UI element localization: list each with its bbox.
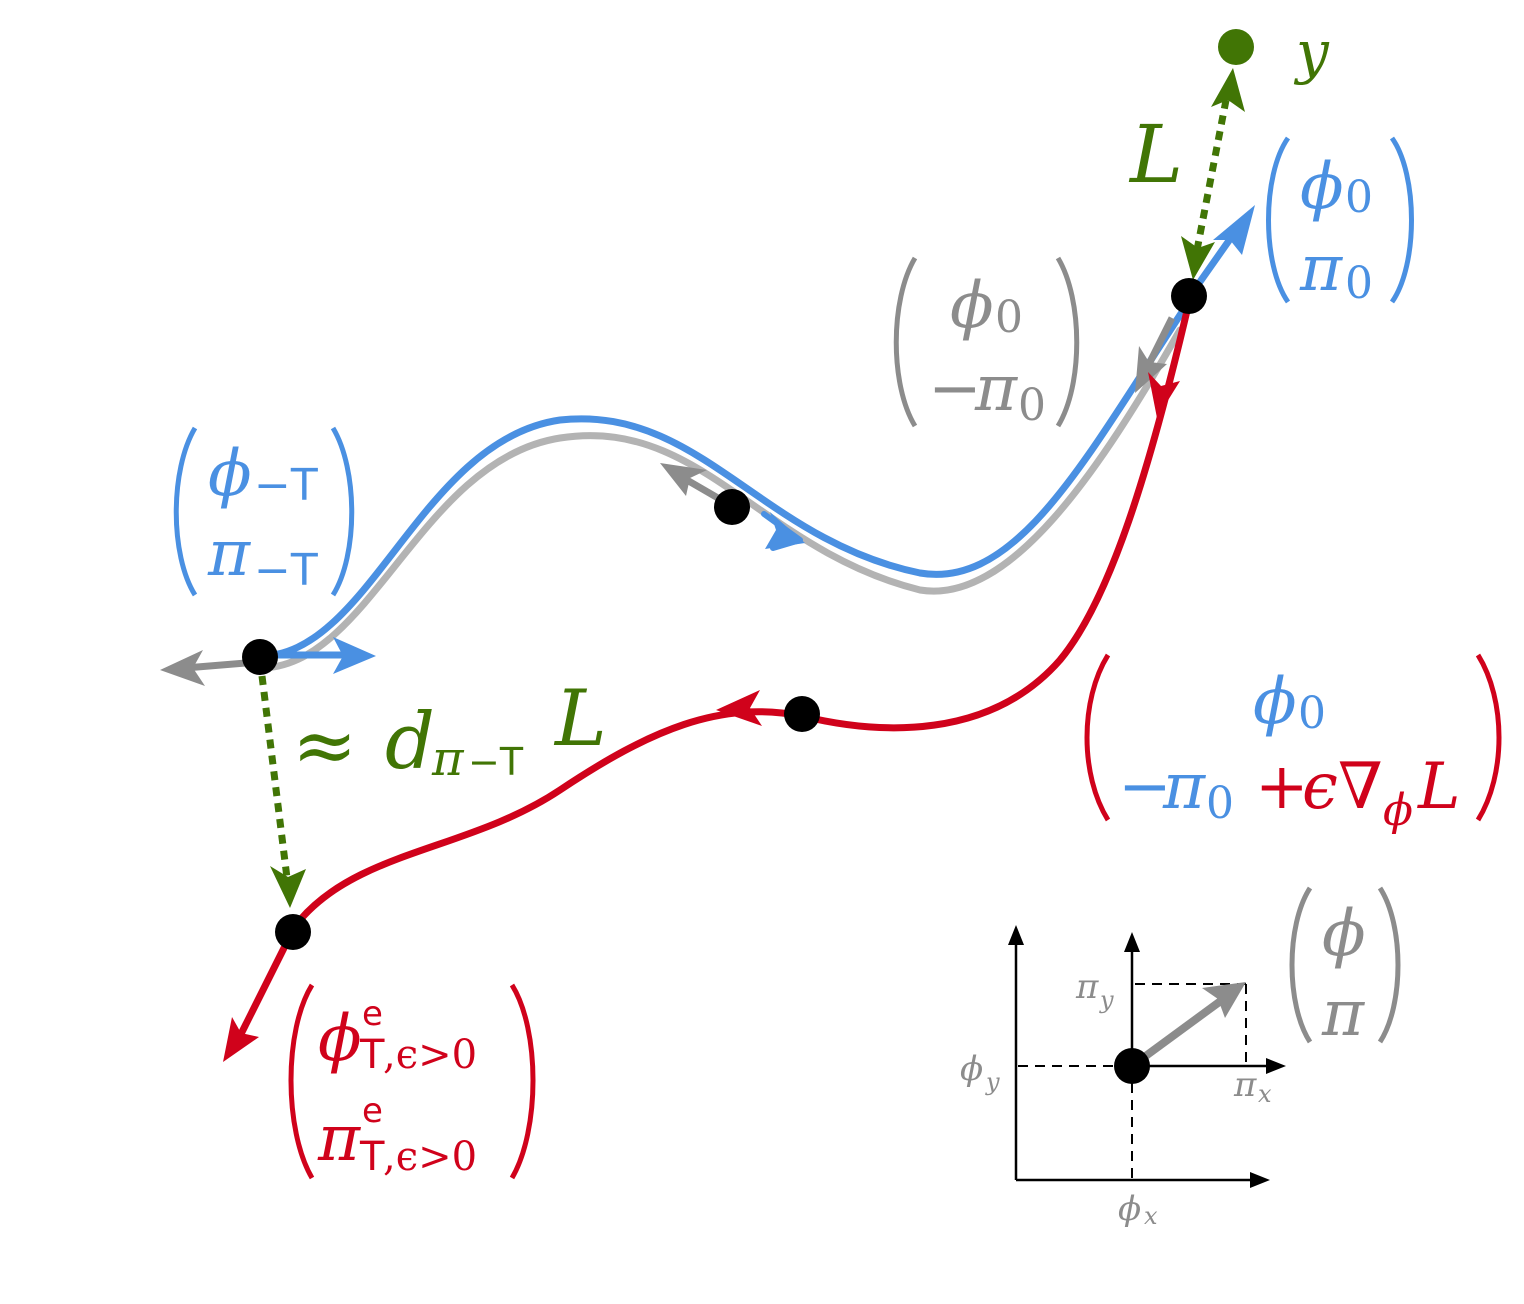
blue-end-arrowhead <box>1213 205 1255 255</box>
phi-symbol: ϕ <box>1322 897 1366 971</box>
sub-T: T <box>359 1032 385 1078</box>
blue-mid-arrow <box>761 511 805 551</box>
pi-symbol: π <box>1162 750 1206 824</box>
phi-x-subscript: x <box>1144 1202 1158 1230</box>
vector-perturbed-initial: ϕ 0 − π 0 + ϵ ∇ ϕ L <box>1084 653 1502 836</box>
sub-eps: ,ϵ>0 <box>383 1134 477 1180</box>
sub-zero: 0 <box>1345 172 1373 223</box>
state-dot-start <box>242 639 278 675</box>
phi-subscript: ϕ <box>1383 785 1413 836</box>
gray-reverse-trajectory <box>256 326 1184 672</box>
state-dot-red-end <box>275 914 311 950</box>
pi-y-subscript: y <box>1099 986 1114 1014</box>
phi-symbol: ϕ <box>950 269 994 343</box>
sub-zero: 0 <box>1206 778 1234 829</box>
pi-subscript: π <box>431 731 465 787</box>
sensitivity-label: ≈ d π −T L <box>292 674 607 791</box>
sub-minus-T: −T <box>468 740 524 784</box>
green-loss-arrow <box>1181 68 1245 280</box>
sub-zero: 0 <box>1018 380 1046 431</box>
phase-space-legend: ϕ y ϕ x π y π x ϕ π <box>960 886 1401 1230</box>
d-symbol: d <box>385 697 435 787</box>
phi-y-symbol: ϕ <box>960 1049 983 1089</box>
vector-phi0-pi0: ϕ 0 π 0 <box>1266 136 1414 309</box>
phi-y-subscript: y <box>985 1068 1000 1096</box>
sub-minus-T: −T <box>254 460 318 511</box>
sub-T: T <box>359 1134 385 1180</box>
red-end-arrow-shaft <box>234 930 296 1042</box>
state-dot-initial <box>1171 278 1207 314</box>
green-sensitivity-arrow <box>258 675 306 908</box>
phi-symbol: ϕ <box>318 1002 362 1076</box>
minus-sign: − <box>928 352 982 426</box>
state-dot-red-mid <box>784 696 820 732</box>
state-dot-legend <box>1114 1048 1150 1084</box>
vector-phi0-minus-pi0: ϕ 0 − π 0 <box>893 256 1080 431</box>
vector-perturbed-final: ϕ e T ,ϵ>0 π e T ,ϵ>0 <box>288 983 536 1180</box>
pi-symbol: π <box>207 517 251 591</box>
sub-eps: ,ϵ>0 <box>383 1032 477 1078</box>
loss-label: L <box>1128 108 1183 201</box>
sup-e: e <box>362 994 383 1034</box>
sub-zero: 0 <box>1345 258 1373 309</box>
y-label: y <box>1293 18 1330 86</box>
sub-zero: 0 <box>1298 688 1326 739</box>
epsilon-symbol: ϵ <box>1302 750 1338 824</box>
red-end-arrowhead <box>223 1017 259 1062</box>
sub-zero: 0 <box>995 292 1023 343</box>
phi-symbol: ϕ <box>1300 150 1344 224</box>
minus-sign: − <box>1118 750 1172 824</box>
L-symbol: L <box>553 674 607 764</box>
phi-symbol: ϕ <box>1253 665 1297 739</box>
vector-phi-minus-T: ϕ −T π −T <box>173 426 355 597</box>
gray-top-arrow <box>1135 316 1176 393</box>
sub-minus-T: −T <box>254 545 318 596</box>
state-dot-mid <box>714 489 750 525</box>
approx-symbol: ≈ <box>292 701 357 791</box>
pi-x-symbol: π <box>1233 1065 1257 1105</box>
nabla-symbol: ∇ <box>1338 750 1383 824</box>
phi-x-symbol: ϕ <box>1118 1189 1141 1229</box>
target-dot <box>1218 29 1254 65</box>
pi-symbol: π <box>974 352 1018 426</box>
red-mid-arrow <box>716 690 762 726</box>
plus-sign: + <box>1255 750 1309 824</box>
pi-symbol: π <box>1321 977 1365 1051</box>
sup-e: e <box>362 1091 383 1131</box>
red-top-arrow <box>1148 372 1180 418</box>
phi-symbol: ϕ <box>208 437 252 511</box>
pi-symbol: π <box>317 1102 361 1176</box>
pi-x-subscript: x <box>1258 1080 1272 1108</box>
pi-y-symbol: π <box>1075 967 1099 1007</box>
L-symbol: L <box>1417 750 1461 824</box>
pi-symbol: π <box>1299 232 1343 306</box>
